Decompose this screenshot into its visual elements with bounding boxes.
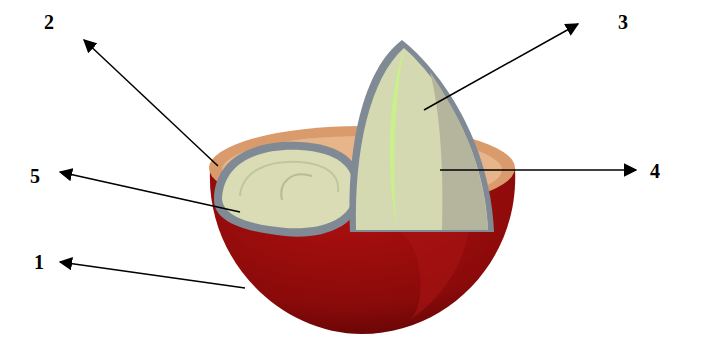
leader-line <box>440 169 636 171</box>
leader-line <box>84 40 218 166</box>
leader-line <box>60 262 245 288</box>
callout-number: 4 <box>650 161 660 181</box>
parchment-left <box>214 142 362 237</box>
bean-right-side <box>430 72 488 230</box>
bean-left <box>222 150 354 228</box>
callout-number: 2 <box>44 12 54 32</box>
parchment-right <box>349 40 494 232</box>
callout-number: 5 <box>30 166 40 186</box>
leader-line <box>424 24 578 110</box>
leader-line <box>60 172 240 212</box>
bean-left-groove <box>281 174 312 200</box>
callout-number: 1 <box>34 252 44 272</box>
bean-right-stripe <box>390 48 404 226</box>
callout-number: 3 <box>618 12 628 32</box>
bean-right <box>356 48 488 230</box>
